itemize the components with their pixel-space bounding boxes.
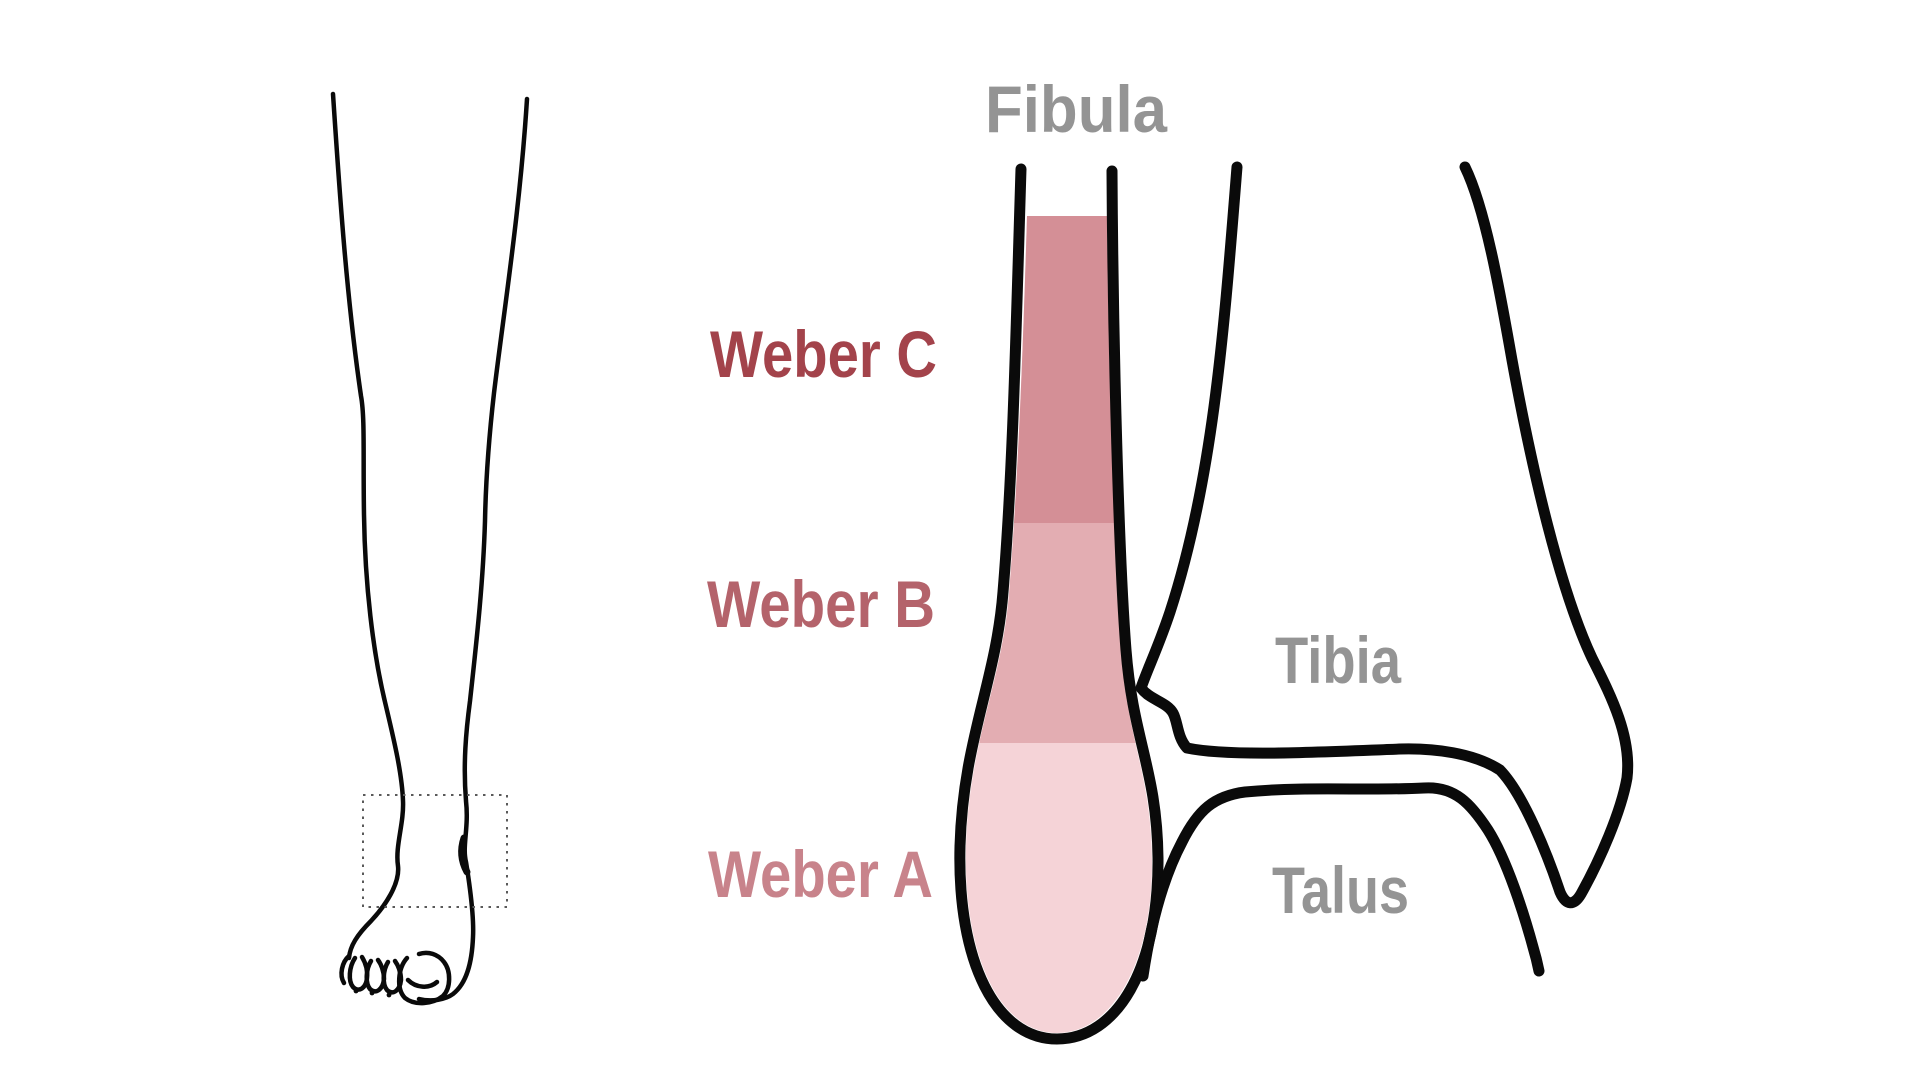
talus-label: Talus [1272,853,1409,927]
fibula-label: Fibula [985,72,1168,146]
leg-left-outline [330,91,406,961]
tibia-label: Tibia [1275,623,1402,697]
ankle-roi-box [362,794,508,908]
nail-dot-2 [369,990,375,996]
fibula-bone-outline [954,163,1164,1045]
tibia-bone-outline [1135,161,1634,909]
ankle-bones-outlines [954,161,1634,1045]
weber-c-zone-fill [965,216,1153,523]
leg-right-outline [416,96,530,1003]
weber-a-label: Weber A [708,837,933,911]
pinky-toe-stroke [339,953,352,986]
weber-c-label: Weber C [710,317,937,391]
medial-malleolus-mark [458,834,471,876]
toe-nail-dots [353,988,392,998]
leg-overview-drawing [330,91,530,1006]
weber-b-label: Weber B [707,567,935,641]
toe-stroke-2 [364,957,387,994]
nail-dot-3 [386,992,392,998]
big-toe-crease [405,977,440,989]
toe-stroke-1 [347,954,370,992]
big-toe-stroke [397,950,452,1006]
nail-dot-1 [353,988,359,994]
talus-bone-outline [1137,782,1545,982]
